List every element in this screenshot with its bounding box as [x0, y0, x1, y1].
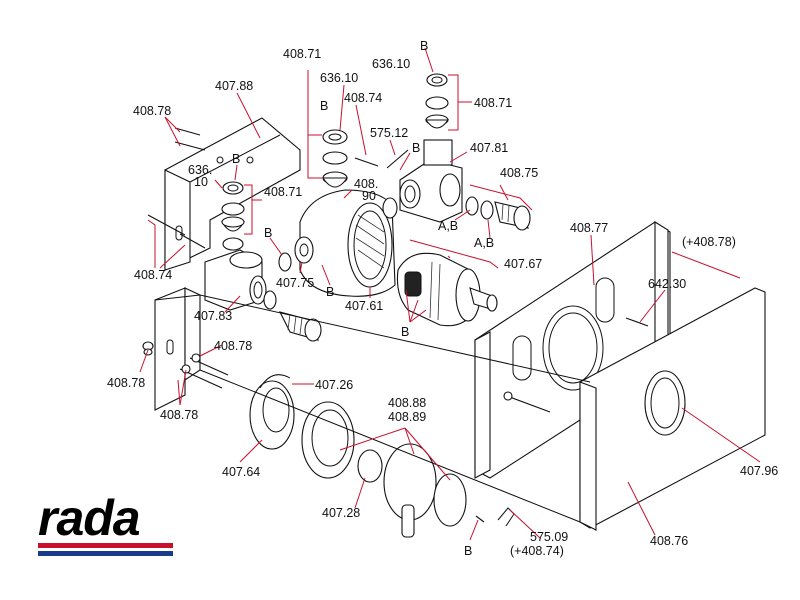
- label-408-74-left: 408.74: [134, 268, 172, 282]
- label-636-left-2: 10: [194, 175, 208, 189]
- label-407-96: 407.96: [740, 464, 778, 478]
- label-408-88: 408.88: [388, 396, 426, 410]
- inlet-elbow-right: [399, 139, 463, 223]
- label-407-81: 407.81: [470, 141, 508, 155]
- inlet-elbow-left: [204, 249, 277, 311]
- filter-stack-left: [221, 181, 245, 251]
- front-shroud: [579, 287, 766, 531]
- label-408-90-1: 408.: [354, 177, 378, 191]
- label-a-b-1: A,B: [438, 219, 458, 233]
- label-407-88: 407.88: [215, 79, 253, 93]
- label-407-75: 407.75: [276, 276, 314, 290]
- check-valve-left: [278, 311, 322, 342]
- label-636-left-1: 636.: [188, 163, 212, 177]
- pin-57512: [386, 149, 409, 169]
- label-408-74-plus: (+408.74): [510, 544, 564, 558]
- label-408-71-right: 408.71: [474, 96, 512, 110]
- label-642-30: 642.30: [648, 277, 686, 291]
- alignment-lines: [199, 294, 591, 523]
- label-575-09: 575.09: [530, 530, 568, 544]
- label-407-26: 407.26: [315, 378, 353, 392]
- label-407-64: 407.64: [222, 465, 260, 479]
- trim-assembly: [249, 374, 515, 538]
- label-b-bottom: B: [464, 544, 472, 558]
- thermostatic-cartridge: [396, 252, 498, 327]
- logo-wordmark: rada: [38, 490, 140, 546]
- label-b-body: B: [326, 285, 334, 299]
- label-a-b-2: A,B: [474, 236, 494, 250]
- label-407-28: 407.28: [322, 506, 360, 520]
- rada-logo: rada: [38, 490, 173, 556]
- logo-blue-stripe: [38, 551, 173, 556]
- label-408-71-left: 408.71: [264, 185, 302, 199]
- label-408-78-plus: (+408.78): [682, 235, 736, 249]
- label-b-ring: B: [264, 226, 272, 240]
- label-575-12: 575.12: [370, 126, 408, 140]
- label-b-mid2: B: [412, 141, 420, 155]
- label-b-mid1: B: [320, 99, 328, 113]
- o-ring: [278, 252, 292, 272]
- filter-stack-right: [424, 73, 450, 129]
- label-636-10-right: 636.10: [372, 57, 410, 71]
- part-labels: 408.71 636.10 B 636.10 407.88 408.74 408…: [107, 39, 778, 558]
- label-636-10-top: 636.10: [320, 71, 358, 85]
- label-408-77: 408.77: [570, 221, 608, 235]
- check-valve-right: [465, 196, 531, 231]
- leader-lines: [139, 47, 761, 541]
- label-407-67: 407.67: [504, 257, 542, 271]
- label-408-78-low: 408.78: [160, 408, 198, 422]
- label-408-71-top: 408.71: [283, 47, 321, 61]
- label-407-83: 407.83: [194, 309, 232, 323]
- label-408-74-top: 408.74: [344, 91, 382, 105]
- label-b-cartridge: B: [401, 325, 409, 339]
- label-b-top-right: B: [420, 39, 428, 53]
- main-valve-body: [294, 189, 396, 297]
- label-b-left: B: [232, 152, 240, 166]
- label-408-89: 408.89: [388, 410, 426, 424]
- screw-40874: [354, 157, 379, 167]
- label-408-76: 408.76: [650, 534, 688, 548]
- label-407-61: 407.61: [345, 299, 383, 313]
- back-plate: [474, 221, 671, 479]
- ring-near-body: [382, 197, 398, 219]
- label-408-90-2: 90: [362, 189, 376, 203]
- label-408-78-left: 408.78: [133, 104, 171, 118]
- label-408-78-low-left: 408.78: [107, 376, 145, 390]
- label-408-75: 408.75: [500, 166, 538, 180]
- mounting-bracket-lower: [154, 287, 201, 411]
- label-408-78-mid: 408.78: [214, 339, 252, 353]
- logo-red-stripe: [38, 543, 173, 548]
